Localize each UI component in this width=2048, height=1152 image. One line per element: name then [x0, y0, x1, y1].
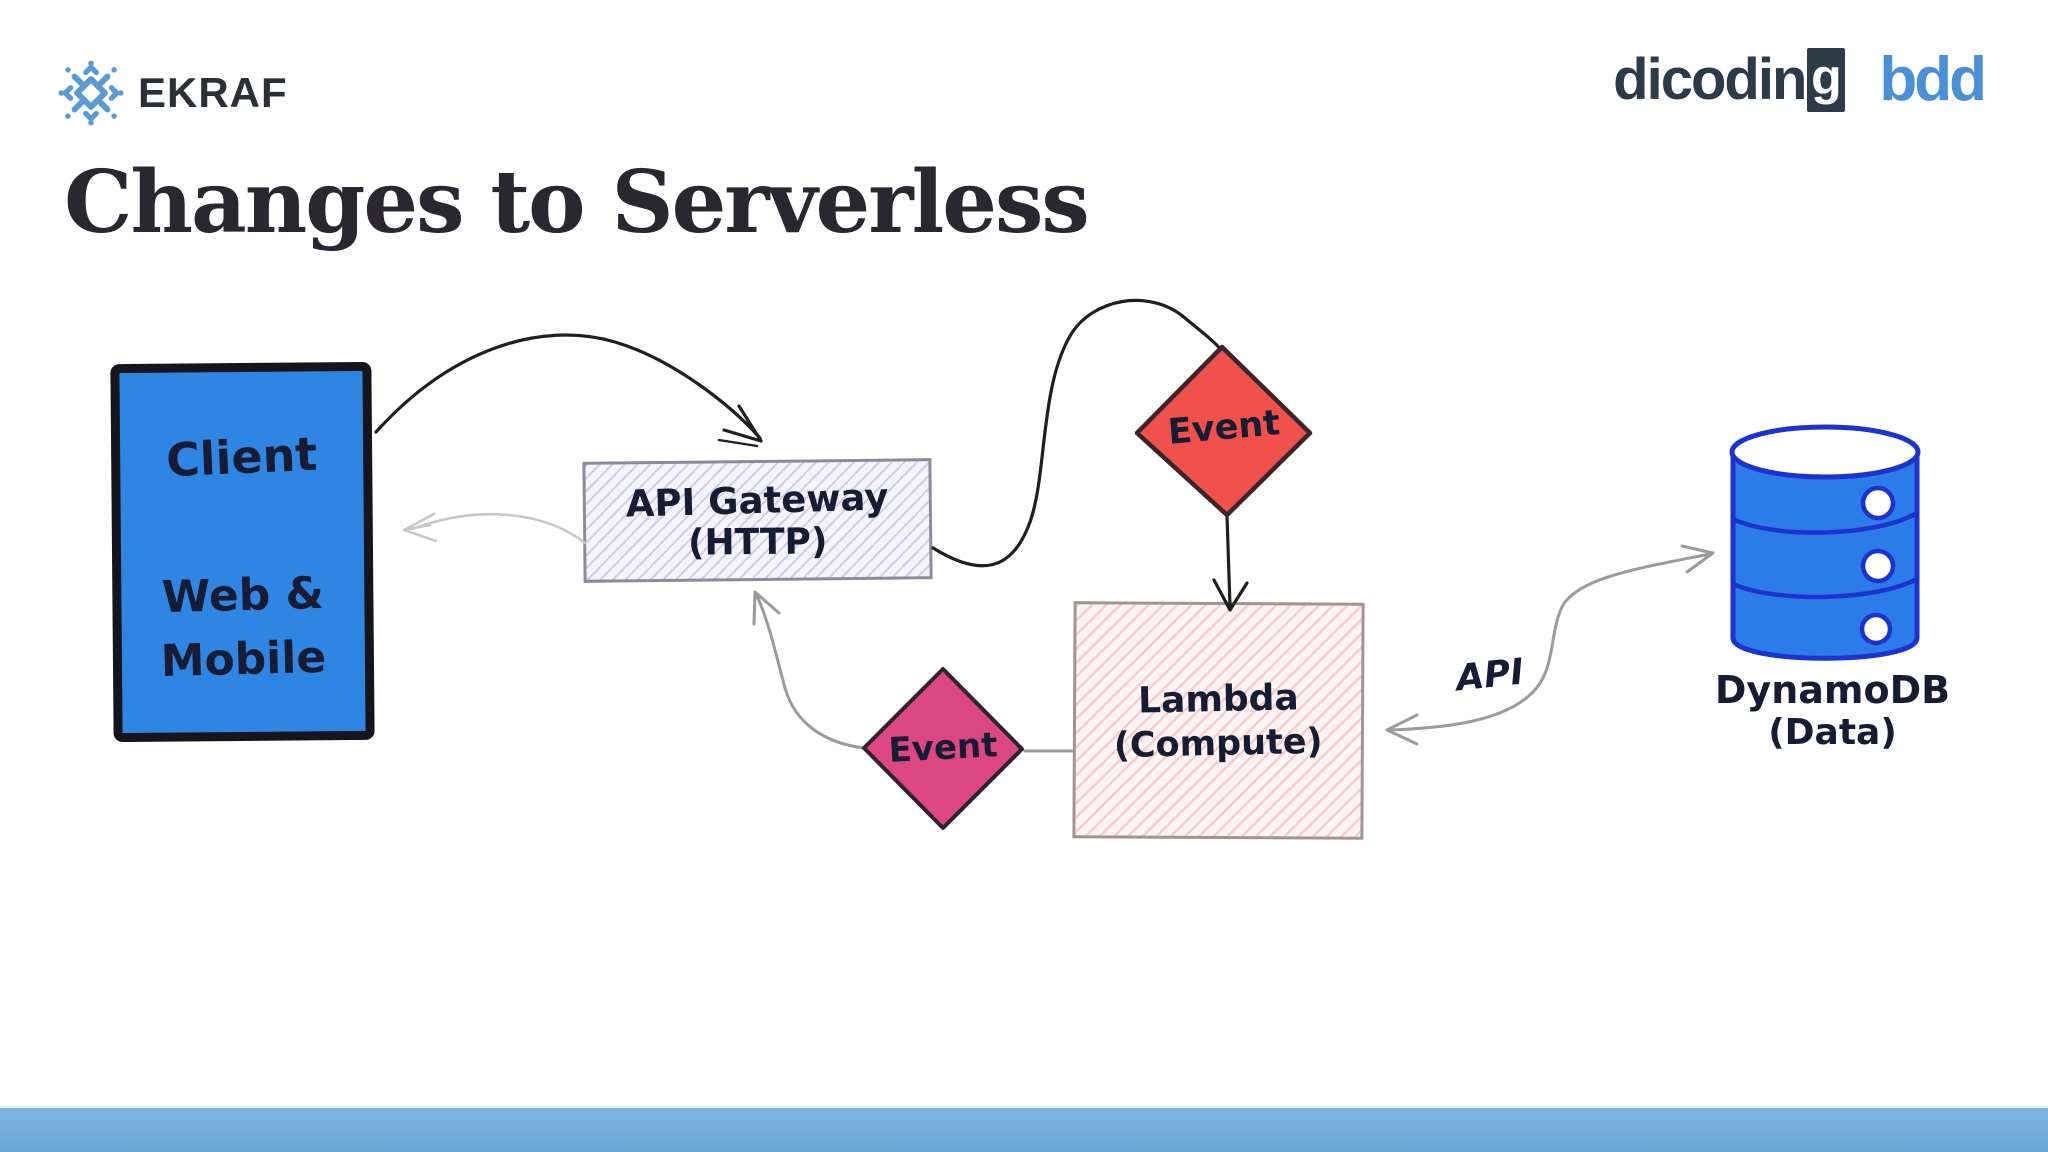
bdd-logo: bdd	[1879, 45, 1987, 114]
event-bottom-label: Event	[887, 725, 999, 771]
event-diamond-bottom	[862, 667, 1024, 830]
arrow-lambda-to-api-gateway	[752, 590, 1074, 753]
arrow-lambda-dynamodb	[1385, 544, 1715, 746]
dicoding-g-badge: g	[1807, 48, 1846, 112]
ekraf-snowflake-icon	[58, 60, 124, 126]
page-title: Changes to Serverless	[64, 152, 1090, 253]
ekraf-logo: EKRAF	[58, 60, 288, 126]
ekraf-wordmark: EKRAF	[138, 69, 288, 116]
dynamodb-label-1: DynamoDB	[1714, 668, 1951, 712]
event-diamond-top	[1134, 344, 1313, 518]
dicoding-logo: dicodin g	[1613, 47, 1846, 112]
partner-logos: dicodin g bdd	[1613, 45, 1987, 114]
arrow-api-gateway-to-client	[402, 512, 587, 545]
dynamodb-cylinder	[1729, 424, 1921, 661]
dynamodb-label-2: (Data)	[1768, 712, 1897, 753]
dynamodb-label: DynamoDB (Data)	[1705, 668, 1960, 754]
footer-accent-bar	[0, 1108, 2048, 1152]
dicoding-wordmark: dicodin	[1613, 47, 1807, 112]
arrow-client-to-api-gateway	[374, 333, 763, 448]
arrow-event-to-lambda	[1212, 514, 1249, 612]
arrow-api-gateway-to-event	[931, 298, 1223, 568]
